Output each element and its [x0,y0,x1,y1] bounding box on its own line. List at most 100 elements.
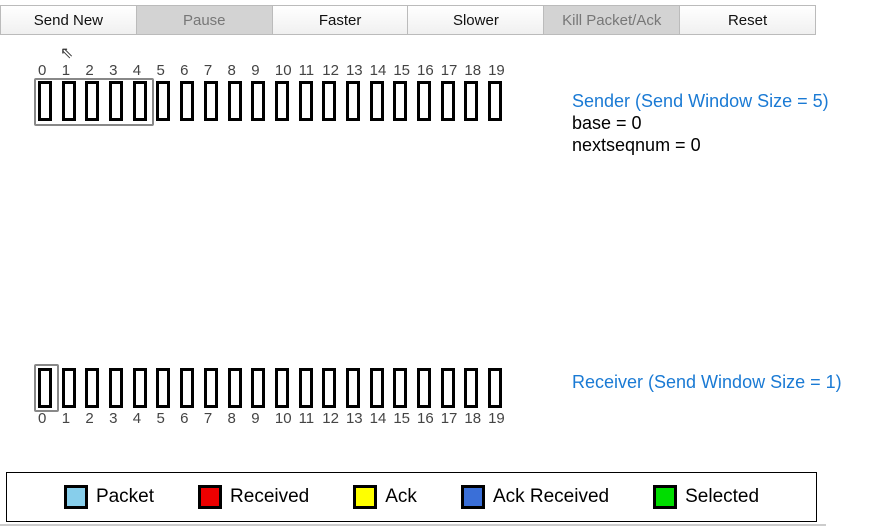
packet-slot[interactable] [132,81,147,121]
packet-slot[interactable] [227,81,242,121]
packet-slot[interactable] [274,81,289,121]
legend-label: Ack Received [492,486,610,507]
legend-swatch [460,485,485,509]
seq-number: 6 [180,62,189,79]
seq-number: 16 [417,62,434,79]
seq-number: 10 [274,62,292,79]
packet-slot[interactable] [203,81,218,121]
packet-slot[interactable] [180,368,195,408]
kill-packet-ack-button[interactable]: Kill Packet/Ack [544,6,681,34]
seq-number: 5 [156,410,165,427]
sender-base: base = 0 [572,113,642,133]
packet-slot[interactable] [417,368,431,408]
packet-slot[interactable] [251,368,266,408]
seq-number: 11 [298,62,315,79]
seq-number: 19 [488,410,505,427]
receiver-window[interactable] [34,364,59,412]
packet-slot[interactable] [109,81,124,121]
packet-slot[interactable] [298,81,313,121]
packet-slot[interactable] [156,368,171,408]
legend-swatch [653,485,678,509]
seq-number: 0 [38,410,47,427]
packet-slot[interactable] [156,81,171,121]
slower-button[interactable]: Slower [408,6,545,34]
legend: Packet Received Ack Ack Received Selected [6,472,817,522]
packet-slot[interactable] [251,81,266,121]
packet-slot[interactable] [393,368,408,408]
packet-slot[interactable] [488,368,503,408]
seq-number: 2 [85,62,94,79]
sender-title: Sender (Send Window Size = 5) [572,91,829,111]
seq-number: 18 [464,410,482,427]
packet-slot[interactable] [61,81,76,121]
packet-slot[interactable] [61,368,76,408]
pause-button[interactable]: Pause [136,6,273,34]
sender-nextseqnum: nextseqnum = 0 [572,135,701,155]
packet-slot[interactable] [274,368,289,408]
legend-item: Ack [353,485,417,509]
packet-slot[interactable] [227,368,242,408]
seq-number: 0 [38,62,47,79]
legend-label: Received [230,486,310,507]
seq-number: 10 [274,410,292,427]
mouse-cursor-icon: ⇖ [60,45,74,62]
legend-label: Selected [685,486,760,507]
packet-slot[interactable] [85,368,100,408]
legend-item: Ack Received [460,485,610,509]
packet-slot[interactable] [345,368,360,408]
seq-number: 17 [440,410,458,427]
receiver-title: Receiver (Send Window Size = 1) [572,372,842,392]
legend-item: Selected [653,485,759,509]
seq-number: 14 [369,62,387,79]
legend-label: Ack [385,486,417,507]
seq-number: 13 [345,410,363,427]
packet-slot[interactable] [109,368,124,408]
sender-window[interactable] [34,78,154,126]
packet-slot[interactable] [85,81,100,121]
legend-swatch [353,485,378,509]
seq-number: 9 [251,410,260,427]
seq-number: 18 [464,62,482,79]
seq-number: 12 [322,62,339,79]
packet-slot[interactable] [369,81,384,121]
send-new-button[interactable]: Send New [1,6,137,34]
seq-number: 19 [488,62,505,79]
seq-number: 3 [109,62,118,79]
seq-number: 3 [109,410,118,427]
packet-slot[interactable] [464,81,479,121]
packet-slot[interactable] [132,368,147,408]
packet-slot[interactable] [345,81,360,121]
reset-button[interactable]: Reset [680,6,815,34]
seq-number: 11 [298,410,315,427]
packet-slot[interactable] [440,81,455,121]
legend-item: Received [198,485,309,509]
legend-label: Packet [95,486,155,507]
packet-slot[interactable] [440,368,455,408]
packet-slot[interactable] [38,368,52,408]
bottom-divider [0,524,826,526]
packet-slot[interactable] [180,81,195,121]
packet-slot[interactable] [203,368,218,408]
packet-slot[interactable] [488,81,503,121]
seq-number: 4 [132,62,142,79]
packet-slot[interactable] [417,81,431,121]
packet-slot[interactable] [38,81,52,121]
packet-slot[interactable] [393,81,408,121]
seq-number: 9 [251,62,260,79]
packet-slot[interactable] [322,81,337,121]
sender-packets [38,81,512,121]
packet-slot[interactable] [298,368,313,408]
packet-slot[interactable] [369,368,384,408]
receiver-packets [38,368,512,408]
seq-number: 4 [132,410,142,427]
packet-slot[interactable] [464,368,479,408]
faster-button[interactable]: Faster [272,6,409,34]
seq-number: 15 [393,62,410,79]
packet-slot[interactable] [322,368,337,408]
seq-number: 8 [227,62,236,79]
legend-swatch [198,485,223,509]
seq-number: 1 [61,62,71,79]
legend-swatch [63,485,88,509]
